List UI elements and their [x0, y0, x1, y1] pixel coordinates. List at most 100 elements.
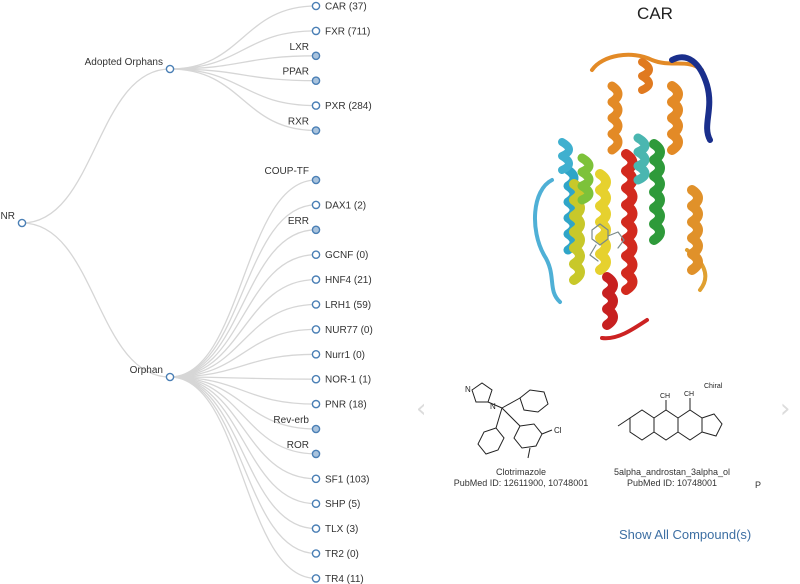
tree-leaf-node-collapsed[interactable]: [311, 424, 321, 434]
tree-group-node[interactable]: [165, 64, 175, 74]
tree-link: [169, 204, 317, 378]
tree-leaf-node[interactable]: [311, 275, 321, 284]
tree-link: [169, 376, 317, 555]
tree-leaf-label[interactable]: GCNF (0): [325, 250, 368, 261]
compound-card[interactable]: N N Cl Clotrimazole PubMed ID: 12611900,…: [452, 378, 590, 488]
tree-leaf-node[interactable]: [311, 499, 321, 509]
tree-link: [169, 376, 317, 380]
atom-label-n2: N: [490, 402, 496, 411]
tree-leaf-node[interactable]: [311, 325, 321, 334]
tree-link: [21, 222, 171, 378]
tree-leaf-label[interactable]: DAX1 (2): [325, 200, 366, 211]
tree-leaf-node-collapsed[interactable]: [311, 225, 321, 235]
tree-leaf-label[interactable]: SHP (5): [325, 499, 360, 510]
atom-label-ch2: CH: [684, 391, 694, 398]
tree-leaf-label[interactable]: TLX (3): [325, 524, 358, 535]
tree-leaf-label[interactable]: PPAR: [283, 67, 310, 78]
carousel-prev-button[interactable]: ‹: [416, 396, 426, 422]
tree-leaf-node-collapsed[interactable]: [311, 449, 321, 459]
tree-leaf-node-collapsed[interactable]: [311, 76, 321, 85]
protein-structure-image: [533, 52, 713, 341]
tree-link: [21, 68, 171, 224]
tree-link: [169, 376, 317, 530]
nr-tree-diagram: NR Adopted Orphans CAR (37) FXR (711) LXR PPA…: [1, 2, 373, 584]
tree-link: [169, 376, 317, 405]
protein-title: CAR: [637, 4, 673, 23]
tree-leaf-label[interactable]: NUR77 (0): [325, 325, 373, 336]
tree-link: [169, 68, 317, 82]
tree-leaf-node[interactable]: [311, 26, 321, 36]
tree-group-label[interactable]: Orphan: [130, 365, 163, 376]
tree-link: [169, 179, 317, 378]
tree-leaf-node[interactable]: [311, 549, 321, 558]
tree-link: [169, 254, 317, 378]
tree-link: [169, 68, 317, 132]
tree-link: [169, 68, 317, 107]
tree-leaf-label[interactable]: RXR: [288, 117, 309, 128]
compound-name: 5alpha_androstan_3alpha_ol: [613, 467, 731, 477]
tree-leaf-label[interactable]: TR4 (11): [325, 574, 364, 584]
tree-leaf-label[interactable]: HNF4 (21): [325, 275, 372, 286]
tree-leaf-node[interactable]: [311, 300, 321, 309]
tree-leaf-node-collapsed[interactable]: [311, 51, 321, 61]
tree-leaf-label[interactable]: NOR-1 (1): [325, 375, 371, 386]
tree-leaf-node[interactable]: [311, 374, 321, 384]
tree-link: [169, 278, 317, 378]
tree-leaf-label[interactable]: LXR: [290, 42, 309, 53]
tree-link: [169, 30, 317, 70]
compound-name: Clotrimazole: [495, 467, 546, 477]
tree-leaf-node-collapsed[interactable]: [311, 175, 321, 185]
compound-pubmed: PubMed ID: 10748001: [626, 478, 718, 488]
tree-leaf-label[interactable]: CAR (37): [325, 2, 367, 13]
tree-link: [169, 55, 317, 70]
tree-leaf-node[interactable]: [311, 574, 321, 583]
tree-links: [21, 5, 317, 580]
tree-leaf-label[interactable]: FXR (711): [325, 26, 370, 37]
tree-link: [169, 303, 317, 378]
tree-leaf-label[interactable]: COUP-TF: [265, 166, 309, 177]
tree-link: [169, 376, 317, 505]
tree-nodes: NR Adopted Orphans CAR (37) FXR (711) LXR PPA…: [1, 2, 373, 584]
tree-leaf-label[interactable]: LRH1 (59): [325, 300, 371, 311]
chevron-left-icon: ‹: [416, 394, 427, 424]
atom-label-n1: N: [465, 385, 471, 394]
tree-leaf-label[interactable]: ROR: [287, 440, 309, 451]
chevron-right-icon: ›: [780, 394, 791, 424]
tree-leaf-node[interactable]: [311, 349, 321, 359]
tree-leaf-label[interactable]: TR2 (0): [325, 549, 359, 560]
tree-leaf-node[interactable]: [311, 101, 321, 110]
atom-label-cl: Cl: [554, 426, 562, 435]
compound-card[interactable]: CH CH Chiral 5alpha_androstan_3alpha_ol …: [606, 378, 738, 488]
next-compound-partial-label: P: [755, 480, 762, 490]
tree-link: [169, 376, 317, 580]
tree-link: [169, 376, 317, 455]
androstanol-structure: CH CH Chiral: [617, 383, 723, 441]
atom-label-ch1: CH: [660, 393, 670, 400]
tree-link: [169, 5, 317, 70]
carousel-next-button[interactable]: ›: [780, 396, 790, 422]
tree-leaf-label[interactable]: PXR (284): [325, 101, 372, 112]
clotrimazole-structure: N N Cl: [465, 382, 562, 459]
tree-leaf-label[interactable]: PNR (18): [325, 400, 367, 411]
tree-leaf-node[interactable]: [311, 250, 321, 259]
tree-leaf-node[interactable]: [311, 1, 321, 11]
tree-leaf-node[interactable]: [311, 474, 321, 484]
tree-link: [169, 376, 317, 480]
tree-leaf-label[interactable]: ERR: [288, 216, 309, 227]
tree-node-root-label[interactable]: NR: [1, 211, 15, 222]
tree-leaf-node[interactable]: [311, 399, 321, 409]
compound-pubmed: PubMed ID: 12611900, 10748001: [453, 478, 589, 488]
tree-link: [169, 328, 317, 378]
tree-leaf-node[interactable]: [311, 524, 321, 533]
tree-leaf-node-collapsed[interactable]: [311, 126, 321, 135]
tree-group-label[interactable]: Adopted Orphans: [85, 57, 163, 68]
tree-leaf-label[interactable]: Nurr1 (0): [325, 350, 365, 361]
show-all-compounds-link[interactable]: Show All Compound(s): [619, 527, 752, 542]
tree-link: [169, 353, 317, 378]
tree-leaf-label[interactable]: SF1 (103): [325, 474, 369, 485]
tree-leaf-node[interactable]: [311, 200, 321, 210]
tree-link: [169, 229, 317, 378]
tree-group-node[interactable]: [165, 372, 175, 382]
tree-leaf-label[interactable]: Rev-erb: [273, 415, 309, 426]
tree-node-root[interactable]: [17, 218, 27, 228]
